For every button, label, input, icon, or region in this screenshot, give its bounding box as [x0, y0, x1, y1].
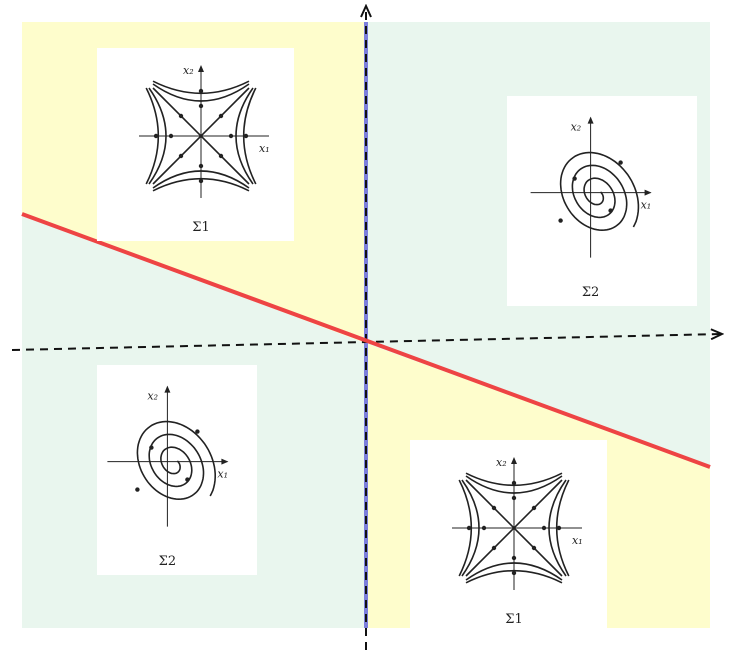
- panel-spiral-top-right: x₂ x₁ Σ2: [507, 96, 697, 306]
- trajectory-dot: [556, 525, 562, 531]
- system-label: Σ1: [192, 220, 209, 235]
- trajectory-dot: [228, 133, 234, 139]
- trajectory-dot: [153, 133, 159, 139]
- trajectory-dot: [243, 133, 249, 139]
- system-label: Σ2: [582, 285, 599, 300]
- asymptote: [152, 87, 250, 185]
- trajectory: [152, 170, 250, 189]
- trajectory: [465, 472, 563, 486]
- trajectory-dot: [198, 163, 204, 169]
- trajectory-dot: [531, 545, 537, 551]
- trajectory: [152, 83, 250, 102]
- trajectory-dot: [135, 487, 140, 492]
- trajectory-dot: [195, 429, 200, 434]
- panel-card: [97, 48, 294, 241]
- trajectory: [461, 479, 480, 577]
- trajectory-dot: [149, 445, 154, 450]
- trajectory: [465, 562, 563, 581]
- x2-arrow-icon: [198, 65, 204, 72]
- asymptote: [465, 479, 563, 577]
- trajectory: [548, 479, 567, 577]
- trajectory: [465, 475, 563, 494]
- x2-arrow-icon: [511, 457, 517, 464]
- spiral-trajectory: [136, 420, 216, 501]
- switching-line: [21, 212, 711, 469]
- x1-arrow-icon: [221, 458, 229, 465]
- trajectory-dot: [608, 208, 613, 213]
- x1-label: x₁: [217, 468, 228, 481]
- x2-label: x₂: [496, 456, 507, 469]
- system-label: Σ2: [159, 554, 176, 569]
- trajectory: [148, 87, 167, 185]
- trajectory-dot: [185, 477, 190, 482]
- trajectory-dot: [541, 525, 547, 531]
- trajectory-dot: [511, 495, 517, 501]
- x1-label: x₁: [641, 199, 652, 212]
- trajectory-dot: [481, 525, 487, 531]
- trajectory: [235, 87, 254, 185]
- trajectory-dot: [558, 218, 563, 223]
- x1-label: x₁: [259, 142, 270, 155]
- trajectory-dot: [198, 178, 204, 184]
- trajectory-dot: [491, 505, 497, 511]
- x2-arrow-icon: [164, 385, 171, 393]
- trajectory-dot: [218, 153, 224, 159]
- trajectory-dot: [466, 525, 472, 531]
- trajectory-dot: [218, 113, 224, 119]
- trajectory-dot: [618, 160, 623, 165]
- x2-arrow-icon: [587, 116, 594, 124]
- spiral-trajectory: [559, 151, 640, 232]
- trajectory-dot: [572, 176, 577, 181]
- trajectory-dot: [531, 505, 537, 511]
- trajectory-dot: [168, 133, 174, 139]
- panel-saddle-bottom-right: x₂ x₁ Σ1: [410, 440, 607, 633]
- trajectory-dot: [178, 153, 184, 159]
- trajectory-dot: [511, 480, 517, 486]
- trajectory-dot: [491, 545, 497, 551]
- trajectory-dot: [198, 103, 204, 109]
- trajectory: [458, 479, 472, 577]
- trajectory: [465, 570, 563, 584]
- x1-label: x₁: [572, 534, 583, 547]
- trajectory: [556, 479, 570, 577]
- panel-card: [410, 440, 607, 633]
- panel-saddle-top-left: x₂ x₁ Σ1: [97, 48, 294, 241]
- x2-label: x₂: [571, 121, 582, 134]
- panel-spiral-bottom-left: x₂ x₁ Σ2: [97, 365, 257, 575]
- trajectory-dot: [511, 570, 517, 576]
- x2-label: x₂: [147, 390, 158, 403]
- system-label: Σ1: [505, 612, 522, 627]
- x1-arrow-icon: [644, 189, 652, 196]
- panel-card: [97, 365, 257, 575]
- trajectory-dot: [198, 88, 204, 94]
- trajectory-dot: [511, 555, 517, 561]
- trajectory-dot: [178, 113, 184, 119]
- x2-label: x₂: [183, 64, 194, 77]
